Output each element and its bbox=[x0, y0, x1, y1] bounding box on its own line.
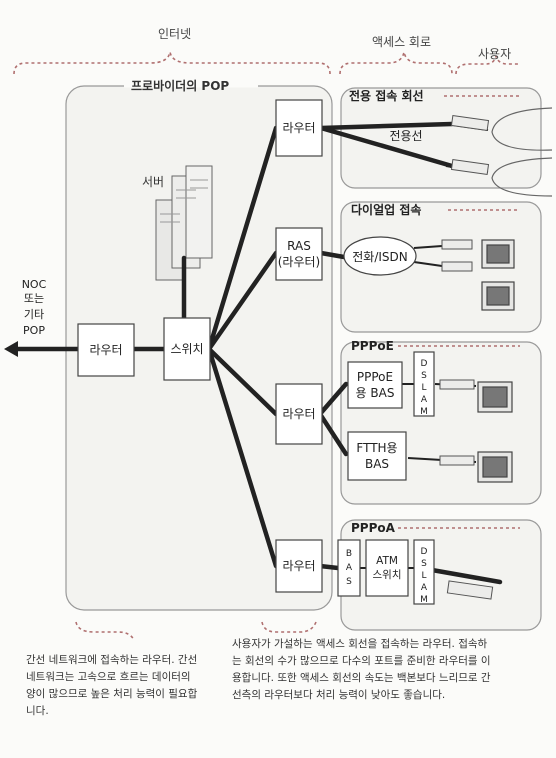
noc-line-4: POP bbox=[23, 324, 45, 337]
noc-line-1: NOC bbox=[22, 278, 47, 291]
user-label: 사용자 bbox=[478, 47, 511, 61]
phone-isdn-label: 전화/ISDN bbox=[352, 250, 408, 264]
modem-icons bbox=[439, 114, 494, 600]
bas-a: A bbox=[346, 563, 353, 573]
bas-box bbox=[337, 539, 361, 597]
access-brace bbox=[339, 51, 453, 75]
server-label: 서버 bbox=[142, 175, 164, 189]
dslam1-a: A bbox=[421, 395, 428, 405]
pppoe-bas-label-1: PPPoE bbox=[357, 370, 393, 384]
ftth-bas-label-2: BAS bbox=[365, 457, 389, 471]
ftth-bas-label-1: FTTH용 bbox=[356, 441, 397, 455]
access-label: 액세스 회로 bbox=[372, 35, 431, 49]
user-ellipse-2 bbox=[491, 157, 553, 197]
caption-left: 간선 네트워크에 접속하는 라우터. 간선 네트워크는 고속으로 흐르는 데이터… bbox=[26, 654, 198, 717]
router-top-box bbox=[275, 99, 323, 157]
router-left-label: 라우터 bbox=[89, 343, 122, 357]
dialup-title: 다이얼업 접속 bbox=[351, 202, 421, 217]
pppoe-title: PPPoE bbox=[351, 339, 394, 353]
bas-b: B bbox=[346, 549, 352, 559]
router-bottom-label: 라우터 bbox=[282, 559, 315, 573]
pppoe-bas-label-2: 용 BAS bbox=[356, 386, 395, 400]
user-brace bbox=[455, 55, 520, 75]
ftth-bas-box bbox=[347, 431, 407, 481]
dslam2-l: L bbox=[421, 571, 426, 581]
dslam1-s: S bbox=[421, 371, 427, 381]
dslam1-d: D bbox=[421, 359, 428, 369]
atm-switch-box bbox=[365, 539, 409, 597]
phone-isdn-cloud bbox=[343, 236, 417, 276]
dedicated-line-label: 전용선 bbox=[389, 129, 422, 143]
server-icon bbox=[155, 165, 213, 281]
arrow-left-icon bbox=[4, 341, 18, 357]
dedicated-panel bbox=[340, 87, 542, 189]
pppoe-bas-box bbox=[347, 361, 403, 409]
caption-right: 사용자가 가설하는 액세스 회선을 접속하는 라우터. 접속하는 회선의 수가 … bbox=[232, 638, 491, 701]
dslam-box-pppoa bbox=[413, 539, 435, 605]
router-mid-box bbox=[275, 383, 323, 445]
internet-label: 인터넷 bbox=[158, 27, 191, 41]
ras-label-2: (라우터) bbox=[278, 255, 320, 269]
noc-line-2: 또는 bbox=[24, 292, 44, 305]
atm-label-1: ATM bbox=[376, 555, 398, 567]
dedicated-title: 전용 접속 회선 bbox=[349, 88, 424, 103]
switch-label: 스위치 bbox=[170, 342, 203, 356]
ras-box bbox=[275, 227, 323, 281]
bas-s: S bbox=[346, 577, 352, 587]
pppoa-title: PPPoA bbox=[351, 521, 396, 535]
router-left-box bbox=[77, 323, 135, 377]
dslam2-m: M bbox=[420, 595, 428, 605]
pop-title: 프로바이더의 POP bbox=[131, 78, 229, 93]
router-bottom-box bbox=[275, 539, 323, 593]
caption-brace-right bbox=[261, 621, 317, 633]
switch-box bbox=[163, 317, 211, 381]
dslam2-d: D bbox=[421, 547, 428, 557]
atm-label-2: 스위치 bbox=[373, 568, 402, 581]
dslam2-s: S bbox=[421, 559, 427, 569]
router-top-label: 라우터 bbox=[282, 121, 315, 135]
ras-label-1: RAS bbox=[287, 239, 311, 253]
monitor-icons bbox=[477, 239, 515, 483]
caption-brace-left bbox=[75, 621, 135, 641]
user-ellipse-1 bbox=[491, 107, 553, 151]
dslam1-m: M bbox=[420, 407, 428, 417]
dslam1-l: L bbox=[421, 383, 426, 393]
router-mid-label: 라우터 bbox=[282, 407, 315, 421]
internet-brace bbox=[13, 51, 331, 75]
noc-line-3: 기타 bbox=[24, 308, 44, 321]
dslam2-a: A bbox=[421, 583, 428, 593]
dslam-box-pppoe bbox=[413, 351, 435, 417]
